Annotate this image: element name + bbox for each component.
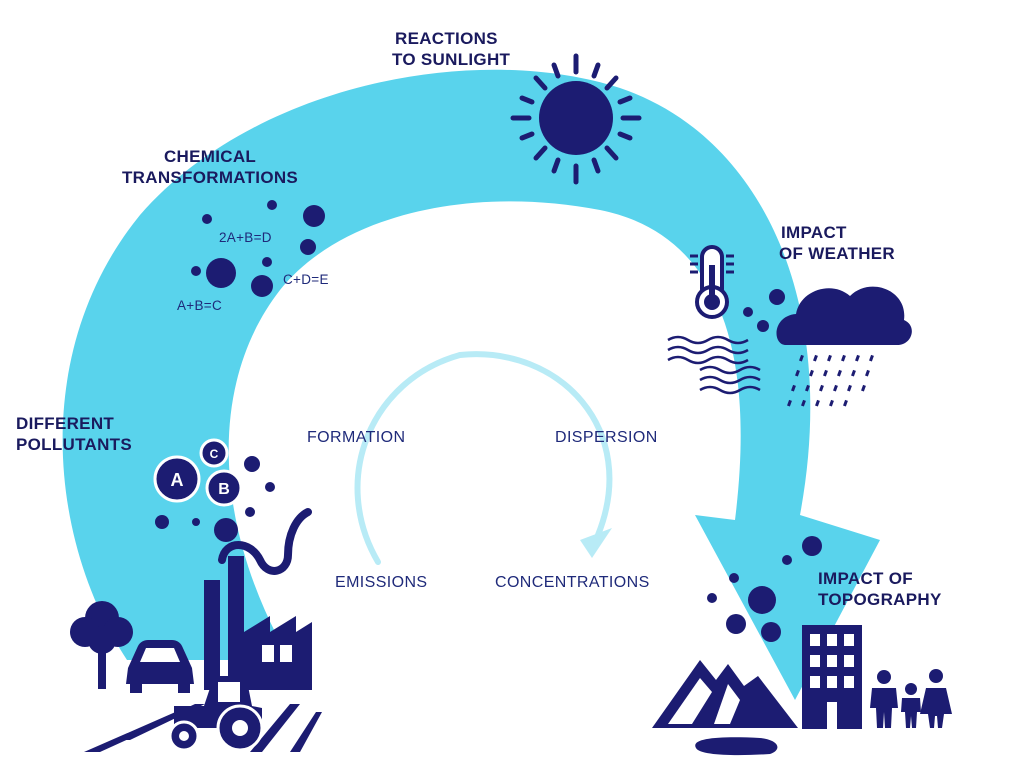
inner-arc-left bbox=[354, 352, 463, 565]
pollutant-a-label: A bbox=[171, 470, 184, 490]
sun-icon bbox=[510, 53, 642, 185]
formation-label: FORMATION bbox=[307, 429, 406, 446]
pollutant-dots bbox=[155, 456, 275, 542]
pollutant-molecules: A B C bbox=[153, 438, 243, 507]
rain-cloud-icon bbox=[776, 286, 912, 407]
pollutants-label: DIFFERENT POLLUTANTS bbox=[16, 414, 133, 454]
mountain-icon bbox=[652, 660, 798, 756]
cycle-arrow bbox=[62, 69, 881, 700]
weather-label: IMPACT OF WEATHER bbox=[779, 223, 896, 263]
concentrations-label: CONCENTRATIONS bbox=[495, 574, 650, 591]
pollutant-c-circle bbox=[199, 438, 229, 468]
car-icon bbox=[126, 640, 194, 693]
smoke-plume bbox=[218, 508, 312, 575]
inner-arc-right bbox=[457, 351, 613, 538]
tractor-icon bbox=[168, 676, 264, 752]
wind-icon bbox=[667, 335, 761, 395]
weather-dots bbox=[743, 289, 785, 332]
reactions-label: REACTIONS TO SUNLIGHT bbox=[392, 29, 511, 69]
inner-arrowhead bbox=[580, 528, 612, 558]
equation-c-d-e: C+D=E bbox=[283, 272, 329, 287]
pollutant-c-label: C bbox=[210, 447, 219, 461]
pollutant-a-circle bbox=[153, 455, 201, 503]
emissions-label: EMISSIONS bbox=[335, 574, 428, 591]
tree-icon bbox=[70, 601, 133, 689]
chemical-label: CHEMICAL TRANSFORMATIONS bbox=[122, 147, 299, 187]
equation-2a-b-d: 2A+B=D bbox=[219, 230, 272, 245]
molecule-dots bbox=[191, 200, 325, 297]
pollutant-b-circle bbox=[205, 469, 243, 507]
factory-icon bbox=[204, 556, 312, 690]
topography-dots bbox=[707, 536, 822, 642]
dispersion-label: DISPERSION bbox=[555, 429, 658, 446]
family-icon bbox=[870, 669, 952, 728]
equation-a-b-c: A+B=C bbox=[177, 298, 223, 313]
building-icon bbox=[802, 625, 862, 729]
thermometer-icon bbox=[690, 245, 734, 319]
pollutant-b-label: B bbox=[218, 481, 230, 498]
topography-label: IMPACT OF TOPOGRAPHY bbox=[818, 569, 942, 609]
